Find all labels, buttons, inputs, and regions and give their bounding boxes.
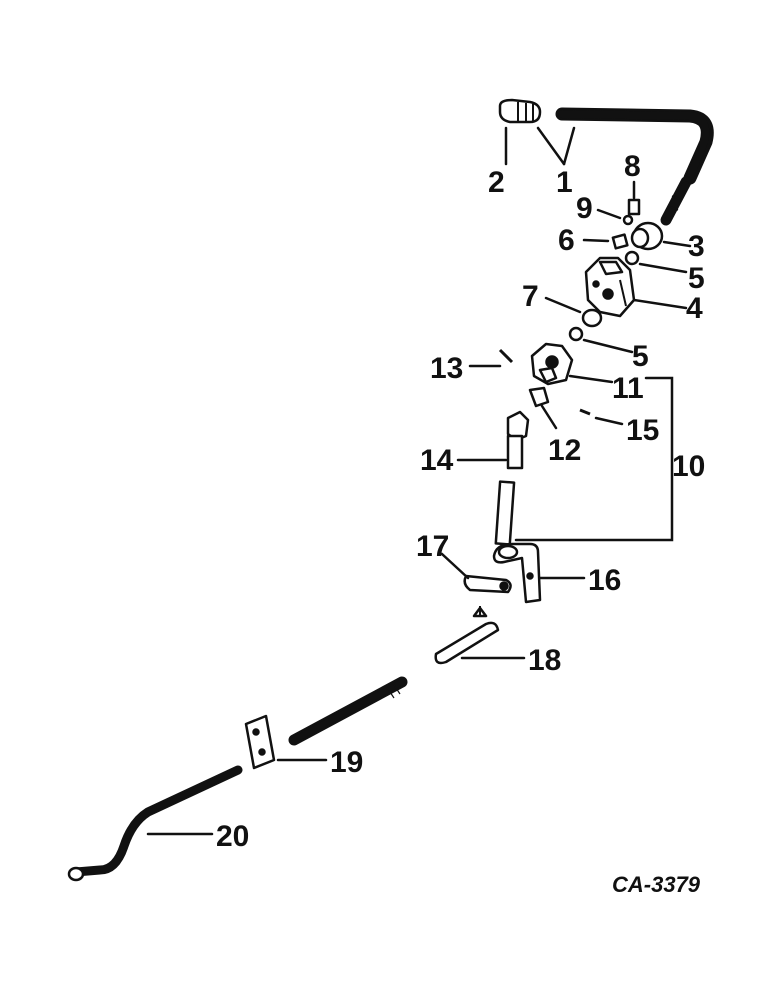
callout-10: 10	[672, 450, 705, 483]
part-3-bushing	[630, 221, 664, 251]
part-4-housing	[584, 256, 636, 318]
leader-12	[540, 404, 558, 430]
part-9-ball	[622, 214, 634, 226]
leader-15	[594, 416, 624, 426]
upper-rod	[288, 676, 408, 746]
callout-9: 9	[576, 192, 593, 225]
leader-7	[544, 296, 582, 314]
leader-1b	[562, 126, 576, 166]
callout-15: 15	[626, 414, 659, 447]
callout-3: 3	[688, 230, 705, 263]
leader-6	[582, 238, 610, 243]
callout-12: 12	[548, 434, 581, 467]
callout-4: 4	[686, 292, 703, 325]
part-18-clevis	[434, 606, 500, 665]
leader-5-lower	[582, 338, 634, 354]
leader-5-upper	[638, 262, 688, 274]
part-8-pin	[627, 198, 641, 216]
callout-7: 7	[522, 280, 539, 313]
callout-11: 11	[612, 372, 644, 405]
callout-19: 19	[330, 746, 363, 779]
leader-17	[440, 552, 470, 580]
part-6-block	[611, 233, 629, 250]
part-17-link	[463, 574, 512, 594]
leader-3	[662, 240, 692, 248]
callout-5-lower: 5	[632, 340, 649, 373]
callout-2: 2	[488, 166, 505, 199]
callout-1: 1	[556, 166, 573, 199]
leader-9	[596, 208, 622, 220]
callout-14: 14	[420, 444, 454, 477]
part-12-block	[528, 386, 550, 408]
part-11-pivot	[530, 342, 574, 386]
leader-11	[568, 374, 614, 384]
drawing-code: CA-3379	[612, 872, 701, 897]
part-19-plate	[244, 714, 276, 770]
callout-18: 18	[528, 644, 561, 677]
callout-8: 8	[624, 150, 641, 183]
callout-16: 16	[588, 564, 621, 597]
part-20-bent-rod	[67, 765, 243, 882]
callout-6: 6	[558, 224, 575, 257]
part-5-upper-washer	[624, 250, 640, 266]
leader-1a	[536, 126, 566, 166]
part-1-rod	[555, 107, 714, 226]
callout-20: 20	[216, 820, 249, 853]
callout-17: 17	[416, 530, 449, 563]
leader-4	[632, 298, 688, 310]
bracket-10	[514, 376, 674, 542]
part-14-shaft	[494, 410, 530, 546]
part-15-pin	[579, 408, 591, 416]
callout-13: 13	[430, 352, 463, 385]
part-13-pin	[498, 348, 514, 364]
part-2-knob	[498, 98, 542, 124]
part-16-lever	[492, 542, 542, 604]
callout-5-upper: 5	[688, 262, 705, 295]
part-7-ring	[581, 308, 603, 328]
part-5-lower-washer	[568, 326, 584, 342]
